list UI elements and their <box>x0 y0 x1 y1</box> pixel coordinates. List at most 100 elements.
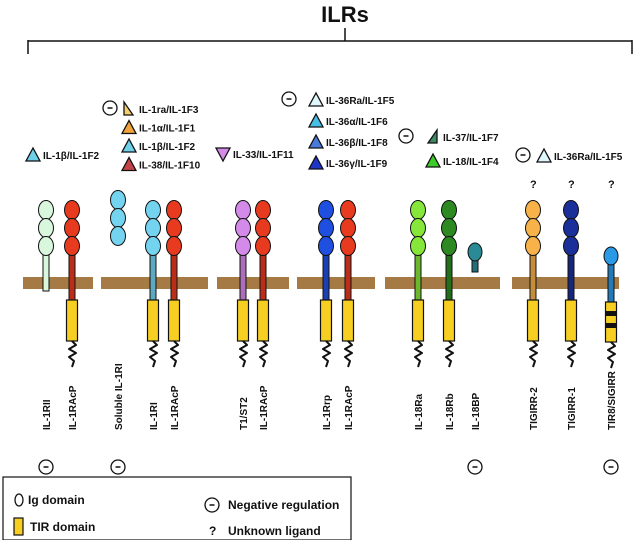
negative-regulation-icon <box>603 459 619 475</box>
tir-domain <box>526 299 540 342</box>
ig-domain <box>410 218 426 238</box>
ligand-label: IL-36β/IL-1F8 <box>326 138 388 149</box>
signaling-tail <box>149 340 158 368</box>
tir-domain-band <box>605 323 617 328</box>
receptor-label: TIGIRR-2 <box>529 387 540 430</box>
receptor-il-1rii <box>38 200 54 292</box>
ig-domain <box>340 218 356 238</box>
transmembrane-stem <box>259 249 267 301</box>
ig-domain <box>441 200 457 220</box>
receptor-label: IL-1RAcP <box>170 385 181 430</box>
receptor-il-1ri <box>145 200 161 368</box>
ig-domain <box>340 200 356 220</box>
ligand-label: IL-36Ra/IL-1F5 <box>554 152 623 163</box>
receptor-t1-st2 <box>235 200 251 368</box>
transmembrane-stem <box>445 249 453 301</box>
ligand-group: IL-1β/IL-1F2 <box>24 146 100 162</box>
unknown-ligand-mark: ? <box>608 179 615 191</box>
ig-domain <box>110 190 126 210</box>
transmembrane-stem <box>170 249 178 301</box>
receptor-il-1racp <box>64 200 80 368</box>
unknown-ligand-mark: ? <box>568 179 575 191</box>
ligand-label: IL-36γ/IL-1F9 <box>326 159 388 170</box>
signaling-tail <box>414 340 423 368</box>
transmembrane-stem <box>322 249 330 301</box>
ig-domain <box>318 218 334 238</box>
ig-domain <box>410 200 426 220</box>
unknown-ligand-mark: ? <box>530 179 537 191</box>
membrane-segment <box>23 277 93 289</box>
transmembrane-stem <box>529 249 537 301</box>
transmembrane-stem <box>607 259 615 303</box>
receptor-label: IL-1Rrp <box>322 395 333 430</box>
ig-domain <box>318 236 334 256</box>
ig-domain <box>441 218 457 238</box>
ig-domain <box>64 218 80 238</box>
ig-domain <box>441 236 457 256</box>
ig-domain <box>64 236 80 256</box>
ig-domain <box>110 208 126 228</box>
negative-regulation-icon <box>398 128 414 144</box>
ligand-triangle-icon <box>120 156 138 172</box>
receptor-label: IL-1RAcP <box>259 385 270 430</box>
tir-domain <box>146 299 160 342</box>
receptor-label: IL-18Rb <box>445 393 456 430</box>
ligand-label: IL-37/IL-1F7 <box>443 133 499 144</box>
legend-negative-regulation: Negative regulation <box>228 498 339 512</box>
negative-regulation-icon <box>110 459 126 475</box>
negative-regulation-legend-icon <box>204 497 220 513</box>
ligand-label: IL-36α/IL-1F6 <box>326 117 388 128</box>
transmembrane-stem <box>344 249 352 301</box>
ig-domain <box>145 236 161 256</box>
transmembrane-stem <box>239 249 247 301</box>
receptor-label: IL-18BP <box>471 392 482 430</box>
receptor-label: T1/ST2 <box>239 397 250 430</box>
negative-regulation-icon <box>38 459 54 475</box>
tir-domain <box>167 299 181 342</box>
ig-domain <box>145 200 161 220</box>
negative-regulation-icon <box>467 459 483 475</box>
ligand-triangle-icon <box>24 146 42 162</box>
receptor-label: IL-1RI <box>149 402 160 430</box>
diagram-title: ILRs <box>321 2 369 27</box>
ig-domain <box>318 200 334 220</box>
tir-domain <box>65 299 79 342</box>
membrane-segment <box>385 277 500 289</box>
ligand-triangle-icon <box>307 91 325 107</box>
membrane-segment <box>297 277 375 289</box>
ig-domain <box>64 200 80 220</box>
legend-unknown-ligand: Unknown ligand <box>228 524 321 538</box>
receptor-label: Soluble IL-1RI <box>114 363 125 430</box>
signaling-tail <box>344 340 353 368</box>
tir-domain <box>236 299 250 342</box>
ig-domain <box>38 218 54 238</box>
ligand-label: IL-18/IL-1F4 <box>443 157 499 168</box>
negative-regulation-icon <box>102 100 118 116</box>
ig-domain-legend-icon <box>14 493 24 507</box>
signaling-tail <box>607 341 616 369</box>
signaling-tail <box>259 340 268 368</box>
tir-domain <box>319 299 333 342</box>
negative-regulation-icon <box>281 91 297 107</box>
receptor-il-18ra <box>410 200 426 368</box>
ligand-label: IL-33/IL-1F11 <box>233 150 294 161</box>
tir-domain-legend-icon <box>13 517 24 536</box>
unknown-ligand-legend-icon: ? <box>209 524 216 538</box>
receptor-label: TIGIRR-1 <box>567 387 578 430</box>
ig-domain <box>38 200 54 220</box>
ligand-triangle-icon <box>120 137 138 153</box>
ig-domain <box>166 218 182 238</box>
ig-domain <box>235 200 251 220</box>
signaling-tail <box>567 340 576 368</box>
ligand-triangle-icon <box>307 154 325 170</box>
ig-domain <box>563 236 579 256</box>
ig-domain <box>340 236 356 256</box>
receptor-il-1racp <box>255 200 271 368</box>
signaling-tail <box>170 340 179 368</box>
tir-domain <box>564 299 578 342</box>
receptor-tigirr-2 <box>525 200 541 368</box>
ig-domain <box>563 218 579 238</box>
receptor-il-1racp <box>340 200 356 368</box>
negative-regulation-icon <box>515 147 531 163</box>
